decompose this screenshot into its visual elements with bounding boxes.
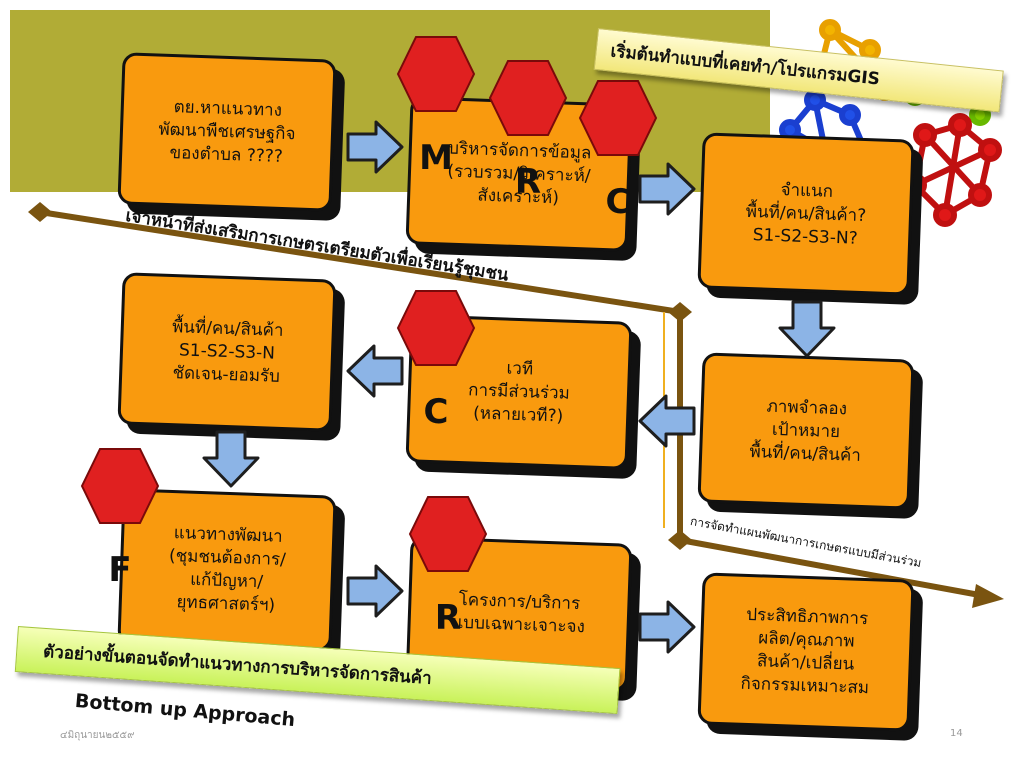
footer-page-number: 14: [950, 728, 963, 739]
hexagon-letter: C: [605, 182, 631, 222]
hexagon-c-middle: C: [396, 288, 476, 432]
box-line: เป้าหมาย: [771, 419, 841, 442]
hexagon-m: M: [396, 34, 476, 178]
box-line: S1-S2-S3-N?: [752, 224, 859, 249]
hexagon-letter: R: [514, 162, 542, 202]
hexagon-icon: [488, 60, 568, 136]
box-line: ผลิต/คุณภาพ: [757, 628, 855, 652]
box-classify: จำแนก พื้นที่/คน/สินค้า? S1-S2-S3-N?: [697, 132, 915, 296]
box-line: ของตำบล ????: [169, 142, 284, 167]
hexagon-letter: C: [423, 392, 449, 432]
hexagon-icon: [578, 80, 658, 156]
box-line: ภาพจำลอง: [766, 396, 848, 419]
box-line: (หลายเวที?): [472, 402, 564, 427]
box-target-model: ภาพจำลอง เป้าหมาย พื้นที่/คน/สินค้า: [697, 352, 915, 510]
arrow-down-icon: [202, 430, 260, 488]
box-line: จำแนก: [780, 179, 834, 202]
arrow-right-icon: [638, 600, 696, 654]
arrow-right-icon: [346, 564, 404, 618]
box-line: ชัดเจน-ยอมรับ: [172, 362, 281, 387]
box-line: กิจกรรมเหมาะสม: [740, 673, 870, 699]
footer-date: ๔มิถุนายน๒๕๕๙: [60, 730, 135, 741]
hexagon-r-top: R: [488, 58, 568, 202]
box-line: S1-S2-S3-N: [178, 339, 276, 364]
box-find-crop-guideline: ตย.หาแนวทาง พัฒนาพืชเศรษฐกิจ ของตำบล ???…: [117, 52, 337, 212]
box-line: สินค้า/เปลี่ยน: [756, 651, 855, 675]
box-line: ยุทธศาสตร์ฯ): [176, 592, 276, 616]
arrow-left-icon: [638, 394, 696, 448]
hexagon-f: F: [80, 446, 160, 590]
box-line: แก้ปัญหา/: [189, 569, 264, 593]
hexagon-icon: [396, 36, 476, 112]
hexagon-letter: R: [434, 598, 462, 638]
hexagon-icon: [408, 496, 488, 572]
arrow-right-icon: [638, 162, 696, 216]
arrow-down-icon: [778, 300, 836, 358]
hexagon-icon: [396, 290, 476, 366]
arrow-right-icon: [346, 120, 404, 174]
hexagon-letter: F: [108, 550, 132, 590]
arrow-left-icon: [346, 344, 404, 398]
box-line: พื้นที่/คน/สินค้า: [749, 441, 862, 466]
box-line: เวที: [506, 358, 534, 379]
hexagon-r-bottom: R: [408, 494, 488, 638]
hexagon-c-top: C: [578, 78, 658, 222]
hexagon-icon: [80, 448, 160, 524]
box-efficiency: ประสิทธิภาพการ ผลิต/คุณภาพ สินค้า/เปลี่ย…: [697, 572, 915, 732]
box-line: (ชุมชนต้องการ/: [168, 545, 287, 571]
hexagon-letter: M: [419, 138, 453, 178]
box-area-confirmed: พื้นที่/คน/สินค้า S1-S2-S3-N ชัดเจน-ยอมร…: [117, 272, 337, 432]
